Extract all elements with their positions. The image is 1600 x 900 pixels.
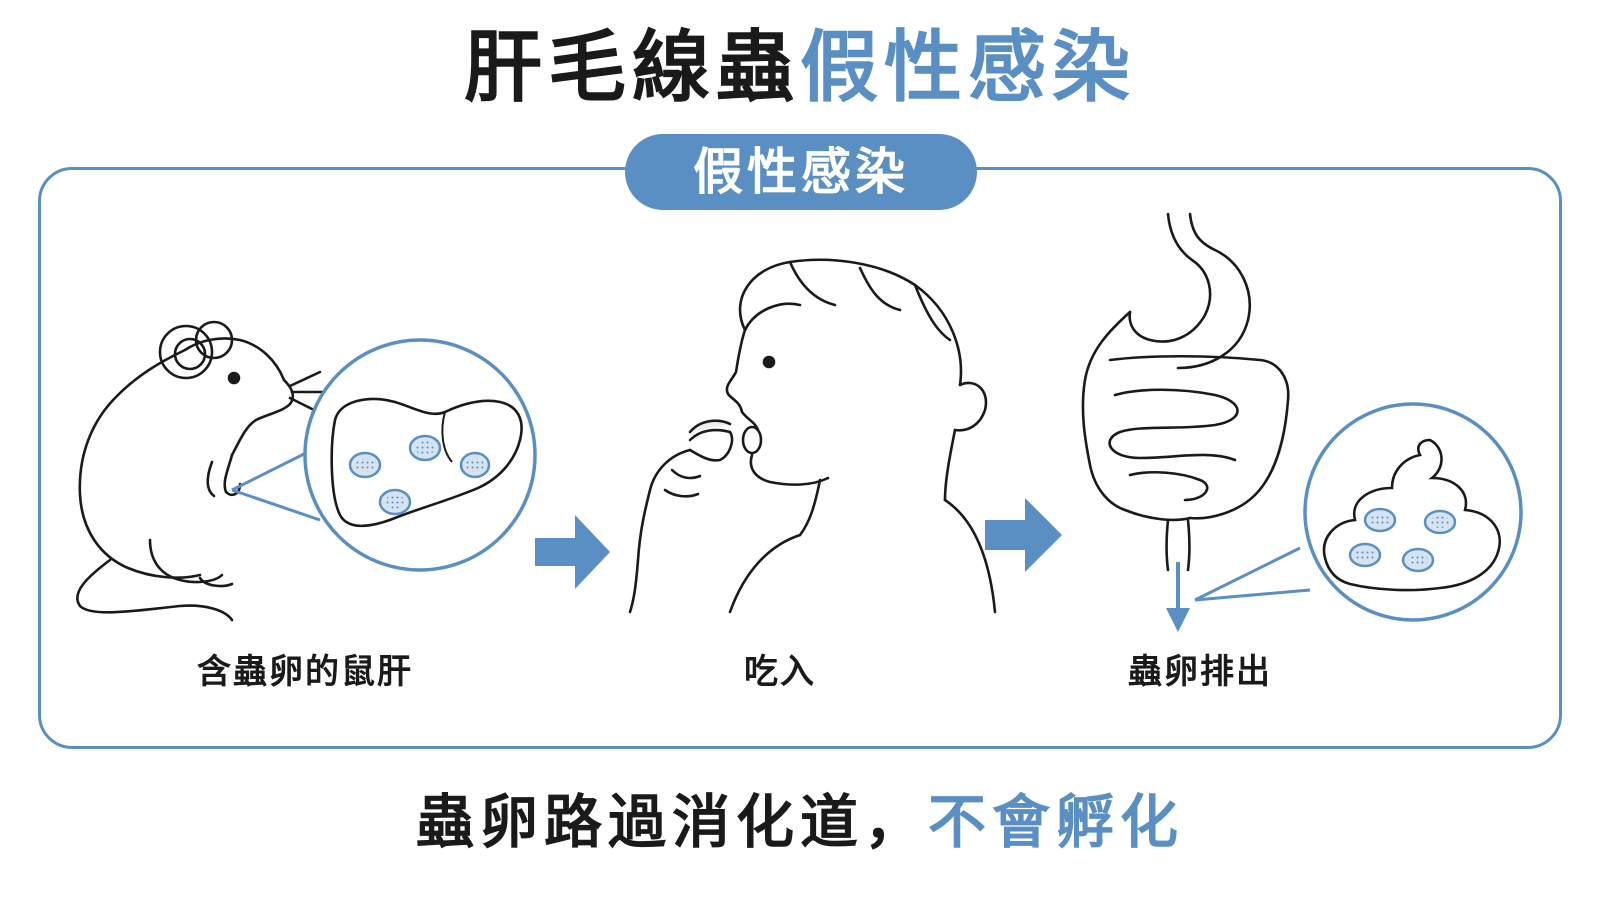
rat-icon (76, 320, 324, 622)
title-accent: 假性感染 (800, 23, 1137, 113)
page-title: 肝毛線蟲假性感染 (0, 18, 1600, 118)
step-label-ingest: 吃入 (744, 652, 816, 692)
digestive-tract-icon (1081, 212, 1290, 572)
egg-icon (378, 488, 412, 516)
egg-icon (1348, 542, 1382, 568)
feces-icon (1322, 438, 1501, 592)
footer-main: 蟲卵路過消化道， (415, 788, 928, 856)
arrow-down-icon (1166, 562, 1190, 632)
egg-icon (1363, 507, 1397, 533)
arrow-right-icon (985, 498, 1062, 572)
feces-magnifier (1194, 402, 1523, 622)
footer-accent: 不會孵化 (928, 788, 1185, 856)
child-eating-icon (628, 258, 997, 614)
arrow-right-icon (535, 515, 610, 589)
liver-icon (330, 397, 523, 528)
footer-caption: 蟲卵路過消化道，不會孵化 (0, 784, 1600, 860)
liver-magnifier (231, 338, 537, 572)
step-label-rat-liver: 含蟲卵的鼠肝 (197, 652, 413, 692)
egg-icon (348, 451, 382, 479)
egg-icon (459, 451, 491, 479)
title-main: 肝毛線蟲 (463, 23, 800, 113)
step-label-excrete: 蟲卵排出 (1128, 652, 1272, 692)
badge: 假性感染 (625, 134, 977, 210)
egg-icon (408, 434, 442, 462)
egg-icon (1401, 547, 1435, 573)
egg-icon (1423, 509, 1457, 535)
